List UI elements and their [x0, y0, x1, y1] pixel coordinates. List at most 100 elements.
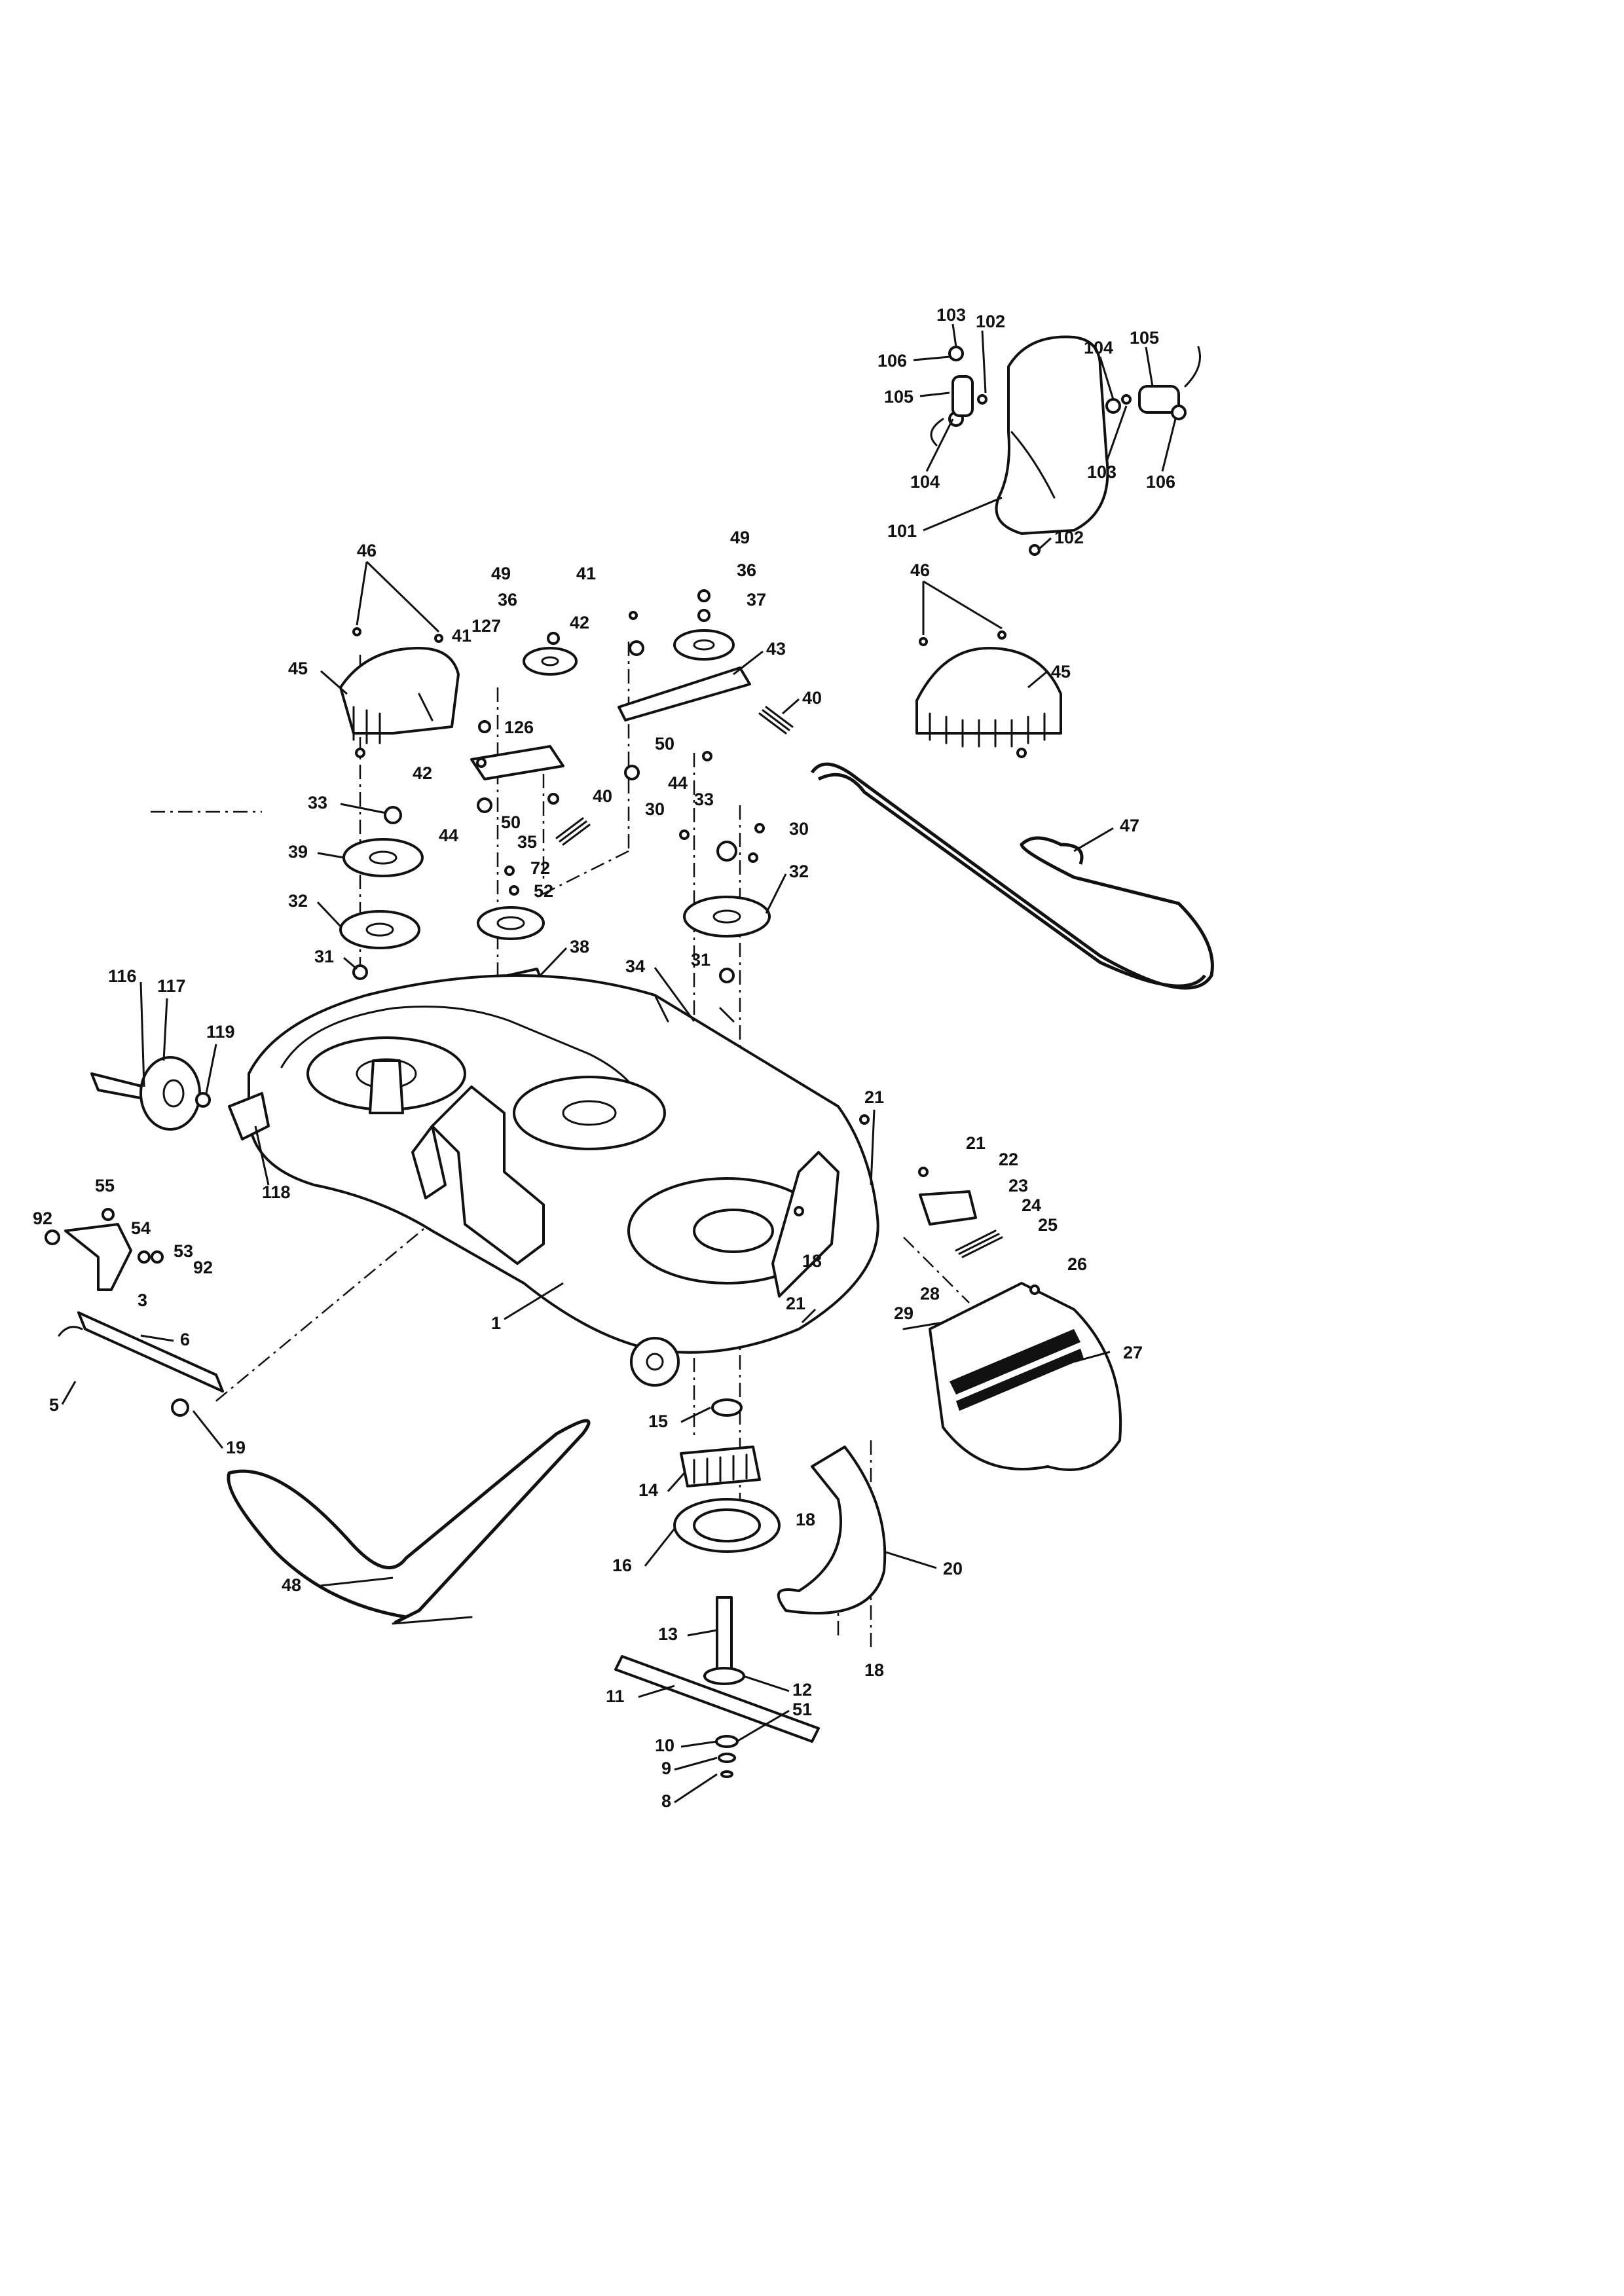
leader-lines: [61, 323, 1177, 1804]
callout-p118: 118: [262, 1182, 291, 1202]
seat-assembly: [930, 335, 1201, 556]
callout-p18b: 18: [796, 1510, 815, 1529]
callout-p21c: 21: [786, 1294, 805, 1313]
callout-p25: 25: [1038, 1215, 1058, 1235]
callout-p45a: 45: [288, 659, 308, 678]
callout-p42a: 42: [570, 613, 589, 632]
deck-housing: [248, 974, 879, 1387]
callout-p104a: 104: [910, 472, 940, 492]
callout-p41a: 41: [576, 564, 596, 583]
callout-p44a: 44: [439, 826, 458, 845]
callout-p32a: 32: [288, 891, 308, 911]
callout-p34: 34: [625, 957, 645, 976]
belt-47: [810, 762, 1214, 990]
callout-p5: 5: [49, 1395, 59, 1415]
callout-p50b: 50: [501, 812, 521, 832]
callout-p43: 43: [766, 639, 786, 659]
callout-p52: 52: [534, 881, 553, 901]
callout-p126: 126: [504, 718, 534, 737]
callout-p54: 54: [131, 1218, 151, 1238]
spindle-assembly: [614, 1398, 820, 1778]
callout-p102b: 102: [1054, 528, 1084, 547]
callout-p8: 8: [661, 1791, 671, 1811]
callout-p106a: 106: [877, 351, 907, 371]
callout-p36b: 36: [737, 560, 756, 580]
callout-p18c: 18: [864, 1660, 884, 1680]
callout-p49a: 49: [491, 564, 511, 583]
right-pulley-cover: [915, 630, 1062, 758]
callout-p119: 119: [206, 1022, 235, 1042]
callout-p36a: 36: [498, 590, 517, 610]
callout-p24: 24: [1022, 1195, 1041, 1215]
callout-p53: 53: [174, 1241, 193, 1261]
callout-p48: 48: [282, 1575, 301, 1595]
callout-p37: 37: [747, 590, 766, 610]
callout-p41b: 41: [452, 626, 471, 646]
discharge-parts: [777, 1114, 1122, 1614]
left-pulley-cover: [339, 627, 460, 758]
callout-p10: 10: [655, 1736, 674, 1755]
idler-assembly: [470, 589, 794, 846]
callout-p14: 14: [638, 1480, 658, 1500]
callout-p49b: 49: [730, 528, 750, 547]
callout-p39: 39: [288, 842, 308, 862]
callout-p44b: 44: [668, 773, 688, 793]
gauge-wheel: [90, 1056, 270, 1140]
belt-48-tail: [392, 1616, 473, 1625]
callout-p46b: 46: [910, 560, 930, 580]
callout-p32b: 32: [789, 862, 809, 881]
callout-p117: 117: [157, 976, 186, 996]
callout-p22: 22: [999, 1150, 1018, 1169]
callout-p103b: 103: [1087, 462, 1116, 482]
callout-p116: 116: [108, 966, 137, 986]
callout-p46a: 46: [357, 541, 377, 560]
callout-p38: 38: [570, 937, 589, 957]
callout-p50a: 50: [655, 734, 674, 754]
callout-p102a: 102: [976, 312, 1005, 331]
callout-p12: 12: [792, 1680, 812, 1700]
callout-p72: 72: [530, 858, 550, 878]
callout-p40a: 40: [802, 688, 822, 708]
callout-p105b: 105: [1130, 328, 1159, 348]
callout-p104b: 104: [1084, 338, 1113, 357]
callout-p20: 20: [943, 1559, 963, 1578]
callout-p11: 11: [606, 1686, 625, 1706]
callout-p27: 27: [1123, 1343, 1143, 1362]
lift-links: [45, 1208, 224, 1417]
callout-p105a: 105: [884, 387, 913, 407]
callout-labels: 103 102 106 105 104 104 105 103 106 101 …: [33, 305, 1175, 1811]
callout-p21b: 21: [966, 1133, 986, 1153]
callout-p3: 3: [138, 1290, 147, 1310]
belt-48: [227, 1419, 591, 1624]
callout-p103a: 103: [936, 305, 966, 325]
callout-p33a: 33: [308, 793, 327, 812]
belt-47-inner: [817, 773, 1206, 988]
callout-p13: 13: [658, 1624, 678, 1644]
callout-p23: 23: [1008, 1176, 1028, 1195]
callout-p35: 35: [517, 832, 537, 852]
callout-p55: 55: [95, 1176, 115, 1195]
callout-p29: 29: [894, 1303, 913, 1323]
callout-p31b: 31: [691, 950, 710, 970]
callout-p6: 6: [180, 1330, 190, 1349]
callout-p101: 101: [887, 521, 917, 541]
callout-p127: 127: [471, 616, 501, 636]
callout-p16: 16: [612, 1556, 632, 1575]
callout-p1: 1: [491, 1313, 501, 1333]
callout-p92a: 92: [33, 1209, 52, 1228]
callout-p51: 51: [792, 1700, 812, 1719]
callout-p30a: 30: [645, 799, 665, 819]
callout-p28: 28: [920, 1284, 940, 1303]
callout-p33b: 33: [694, 790, 714, 809]
callout-p30b: 30: [789, 819, 809, 839]
callout-p106b: 106: [1146, 472, 1175, 492]
callout-p15: 15: [648, 1412, 668, 1431]
callout-p40b: 40: [593, 786, 612, 806]
callout-p31a: 31: [314, 947, 334, 966]
callout-p21a: 21: [864, 1087, 884, 1107]
callout-p19: 19: [226, 1438, 246, 1457]
callout-p42b: 42: [413, 763, 432, 783]
callout-p92b: 92: [193, 1258, 213, 1277]
callout-p26: 26: [1067, 1254, 1087, 1274]
